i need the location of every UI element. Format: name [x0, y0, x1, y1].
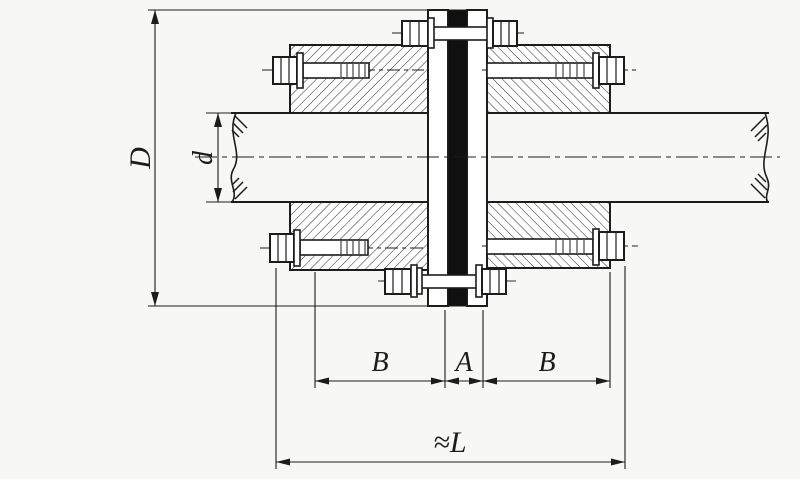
- left-flange-plate: [427, 9, 449, 307]
- bolt-shank: [299, 239, 369, 256]
- arrowhead: [151, 10, 159, 24]
- bolt-hex-nut: [481, 268, 507, 295]
- bolt-hex-head: [272, 56, 298, 85]
- right-shaft-break: [750, 112, 770, 203]
- arrowhead: [596, 377, 610, 385]
- right-flange-plate: [466, 9, 488, 307]
- washer: [427, 17, 435, 49]
- arrowhead: [469, 377, 483, 385]
- dim-D: D: [124, 9, 448, 307]
- dim-L: ≈L: [275, 266, 626, 469]
- hub-block-bottom-right: [486, 201, 611, 269]
- disc-pack: [447, 9, 468, 307]
- bolt-hex-head: [269, 233, 295, 263]
- dim-label-B-left: B: [371, 347, 388, 378]
- bolt-bottom-left: [260, 229, 424, 267]
- dim-label-A: A: [453, 347, 473, 378]
- arrowhead: [214, 188, 222, 202]
- arrowhead: [151, 292, 159, 306]
- dim-label-D: D: [124, 147, 157, 170]
- arrowhead: [315, 377, 329, 385]
- dim-label-B-right: B: [538, 347, 555, 378]
- hub-block-top-right: [486, 44, 611, 114]
- bolt-top-center: [392, 17, 524, 49]
- bolt-hex-head: [384, 268, 412, 295]
- dim-B-A-B: B A B: [314, 272, 611, 388]
- dim-d: d: [188, 112, 234, 203]
- bolt-hex-nut: [598, 231, 625, 261]
- arrowhead: [445, 377, 459, 385]
- washer: [410, 264, 418, 298]
- arrowhead: [214, 113, 222, 127]
- bolt-shank: [419, 274, 479, 289]
- hub-block-bottom-left: [289, 201, 429, 271]
- dim-label-L: ≈L: [433, 426, 466, 459]
- bolt-top-left: [262, 52, 424, 89]
- washer: [293, 229, 301, 267]
- left-shaft-break: [230, 112, 248, 203]
- arrowhead: [431, 377, 445, 385]
- dim-label-d: d: [188, 150, 219, 165]
- bolt-hex-nut: [492, 20, 518, 47]
- bolt-top-right: [482, 52, 636, 89]
- bolt-hex-nut: [598, 56, 625, 85]
- washer: [416, 267, 423, 295]
- bolt-hex-head: [401, 20, 429, 47]
- bolt-shank: [427, 26, 493, 41]
- bolt-bottom-right: [482, 228, 638, 266]
- hub-block-top-left: [289, 44, 429, 114]
- washer: [296, 52, 304, 89]
- arrowhead: [611, 458, 625, 466]
- arrowhead: [483, 377, 497, 385]
- bolt-bottom-center: [378, 264, 520, 298]
- arrowhead: [276, 458, 290, 466]
